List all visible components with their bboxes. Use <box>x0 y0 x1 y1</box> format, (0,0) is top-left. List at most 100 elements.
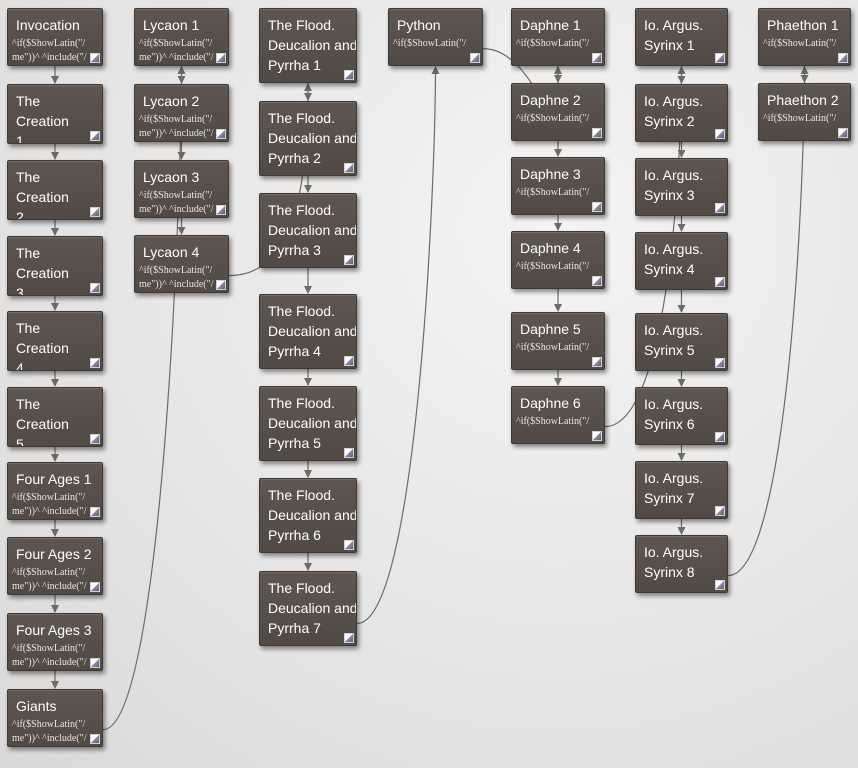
passage-card-flood-4[interactable]: The Flood. Deucalion and Pyrrha 4 <box>259 294 357 369</box>
edit-icon[interactable] <box>592 357 602 367</box>
passage-card-daphne-3[interactable]: Daphne 3 ^if($ShowLatin("/ <box>511 157 605 215</box>
passage-card-phaethon-2[interactable]: Phaethon 2^if($ShowLatin("/ <box>758 83 851 141</box>
edit-icon[interactable] <box>344 633 354 643</box>
edit-icon[interactable] <box>344 70 354 80</box>
passage-card-daphne-6[interactable]: Daphne 6 ^if($ShowLatin("/ <box>511 386 605 444</box>
edit-icon[interactable] <box>715 277 725 287</box>
passage-card-io-7[interactable]: Io. Argus. Syrinx 7 <box>635 461 728 519</box>
passage-title: Daphne 5 <box>520 321 581 337</box>
edit-icon[interactable] <box>90 358 100 368</box>
edit-icon[interactable] <box>592 128 602 138</box>
passage-card-flood-1[interactable]: The Flood. Deucalion and Pyrrha 1 <box>259 8 357 83</box>
passage-card-daphne-2[interactable]: Daphne 2^if($ShowLatin("/ <box>511 83 605 141</box>
passage-card-io-1[interactable]: Io. Argus. Syrinx 1 <box>635 8 728 66</box>
passage-card-daphne-1[interactable]: Daphne 1^if($ShowLatin("/ <box>511 8 605 66</box>
passage-title: The Creation 5 <box>16 396 69 447</box>
passage-card-four-ages-1[interactable]: Four Ages 1^if($ShowLatin("/me"))^ ^incl… <box>7 462 103 520</box>
passage-card-creation-1[interactable]: The Creation 1 <box>7 84 103 144</box>
passage-card-lycaon-2[interactable]: Lycaon 2^if($ShowLatin("/me"))^ ^include… <box>134 84 229 142</box>
passage-card-flood-2[interactable]: The Flood. Deucalion and Pyrrha 2 <box>259 101 357 176</box>
edit-icon[interactable] <box>90 434 100 444</box>
edit-icon[interactable] <box>838 53 848 63</box>
passage-excerpt-line: me"))^ ^include("/ <box>139 52 214 63</box>
passage-card-io-4[interactable]: Io. Argus. Syrinx 4 <box>635 232 728 290</box>
edit-icon[interactable] <box>344 356 354 366</box>
edit-icon[interactable] <box>592 53 602 63</box>
edit-icon[interactable] <box>715 580 725 590</box>
passage-card-lycaon-1[interactable]: Lycaon 1^if($ShowLatin("/me"))^ ^include… <box>134 8 229 66</box>
edit-icon[interactable] <box>592 431 602 441</box>
passage-card-lycaon-4[interactable]: Lycaon 4^if($ShowLatin("/me"))^ ^include… <box>134 235 229 293</box>
passage-excerpt-line: ^if($ShowLatin("/ <box>763 38 837 49</box>
edit-icon[interactable] <box>715 432 725 442</box>
passage-card-io-2[interactable]: Io. Argus. Syrinx 2 <box>635 84 728 142</box>
passage-card-io-3[interactable]: Io. Argus. Syrinx 3 <box>635 158 728 216</box>
passage-card-creation-5[interactable]: The Creation 5 <box>7 387 103 447</box>
passage-card-flood-5[interactable]: The Flood. Deucalion and Pyrrha 5 <box>259 386 357 461</box>
edit-icon[interactable] <box>470 53 480 63</box>
edit-icon[interactable] <box>90 658 100 668</box>
passage-card-daphne-5[interactable]: Daphne 5^if($ShowLatin("/ <box>511 312 605 370</box>
passage-card-four-ages-2[interactable]: Four Ages 2^if($ShowLatin("/me"))^ ^incl… <box>7 537 103 595</box>
edit-icon[interactable] <box>592 202 602 212</box>
edit-icon[interactable] <box>216 205 226 215</box>
passage-card-creation-2[interactable]: The Creation 2 <box>7 160 103 220</box>
passage-card-four-ages-3[interactable]: Four Ages 3^if($ShowLatin("/me"))^ ^incl… <box>7 613 103 671</box>
passage-excerpt-line: ^if($ShowLatin("/ <box>12 492 86 503</box>
edit-icon[interactable] <box>344 540 354 550</box>
passage-title: The Flood. Deucalion and Pyrrha 5 <box>268 395 357 451</box>
edit-icon[interactable] <box>344 163 354 173</box>
edit-icon[interactable] <box>90 131 100 141</box>
passage-title: Io. Argus. Syrinx 5 <box>644 322 704 358</box>
passage-excerpt-line: me"))^ ^include("/ <box>139 128 214 139</box>
passage-card-lycaon-3[interactable]: Lycaon 3^if($ShowLatin("/me"))^ ^include… <box>134 160 229 218</box>
edit-icon[interactable] <box>90 734 100 744</box>
passage-card-creation-4[interactable]: The Creation 4 <box>7 311 103 371</box>
passage-card-phaethon-1[interactable]: Phaethon 1^if($ShowLatin("/ <box>758 8 851 66</box>
passage-excerpt-line: me"))^ ^include("/ <box>12 733 87 744</box>
passage-excerpt-line: me"))^ ^include("/ <box>12 581 87 592</box>
passage-title: Daphne 3 <box>520 166 581 182</box>
passage-card-flood-6[interactable]: The Flood. Deucalion and Pyrrha 6 <box>259 478 357 553</box>
passage-card-io-5[interactable]: Io. Argus. Syrinx 5 <box>635 313 728 371</box>
edit-icon[interactable] <box>344 448 354 458</box>
passage-title: Daphne 1 <box>520 17 581 33</box>
passage-excerpt-line: ^if($ShowLatin("/ <box>516 416 590 427</box>
edit-icon[interactable] <box>838 128 848 138</box>
passage-title: Io. Argus. Syrinx 8 <box>644 544 704 580</box>
edit-icon[interactable] <box>90 582 100 592</box>
passage-title: Daphne 6 <box>520 395 581 411</box>
edit-icon[interactable] <box>90 507 100 517</box>
passage-card-invocation[interactable]: Invocation^if($ShowLatin("/me"))^ ^inclu… <box>7 8 103 66</box>
passage-title: The Flood. Deucalion and Pyrrha 6 <box>268 487 357 543</box>
edit-icon[interactable] <box>715 203 725 213</box>
passage-card-io-8[interactable]: Io. Argus. Syrinx 8 <box>635 535 728 593</box>
edit-icon[interactable] <box>715 129 725 139</box>
edit-icon[interactable] <box>216 280 226 290</box>
passage-title: Io. Argus. Syrinx 2 <box>644 93 704 129</box>
edit-icon[interactable] <box>90 53 100 63</box>
passage-card-flood-3[interactable]: The Flood. Deucalion and Pyrrha 3 <box>259 193 357 268</box>
passage-card-daphne-4[interactable]: Daphne 4^if($ShowLatin("/ <box>511 231 605 289</box>
passage-card-python[interactable]: Python^if($ShowLatin("/ <box>388 8 483 66</box>
edit-icon[interactable] <box>715 506 725 516</box>
passage-card-giants[interactable]: Giants^if($ShowLatin("/me"))^ ^include("… <box>7 689 103 747</box>
edit-icon[interactable] <box>715 53 725 63</box>
edit-icon[interactable] <box>592 276 602 286</box>
edit-icon[interactable] <box>216 129 226 139</box>
passage-title: Lycaon 3 <box>143 169 200 185</box>
passage-title: Python <box>397 17 441 33</box>
passage-excerpt-line: me"))^ ^include("/ <box>139 204 214 215</box>
passage-excerpt-line: ^if($ShowLatin("/ <box>516 187 590 198</box>
passage-card-creation-3[interactable]: The Creation 3 <box>7 236 103 296</box>
edit-icon[interactable] <box>90 283 100 293</box>
passage-excerpt-line: ^if($ShowLatin("/ <box>12 719 86 730</box>
edit-icon[interactable] <box>216 53 226 63</box>
passage-excerpt-line: ^if($ShowLatin("/ <box>763 113 837 124</box>
passage-title: The Flood. Deucalion and Pyrrha 7 <box>268 580 357 636</box>
passage-card-flood-7[interactable]: The Flood. Deucalion and Pyrrha 7 <box>259 571 357 646</box>
edit-icon[interactable] <box>715 358 725 368</box>
edit-icon[interactable] <box>90 207 100 217</box>
edit-icon[interactable] <box>344 255 354 265</box>
passage-card-io-6[interactable]: Io. Argus. Syrinx 6 <box>635 387 728 445</box>
